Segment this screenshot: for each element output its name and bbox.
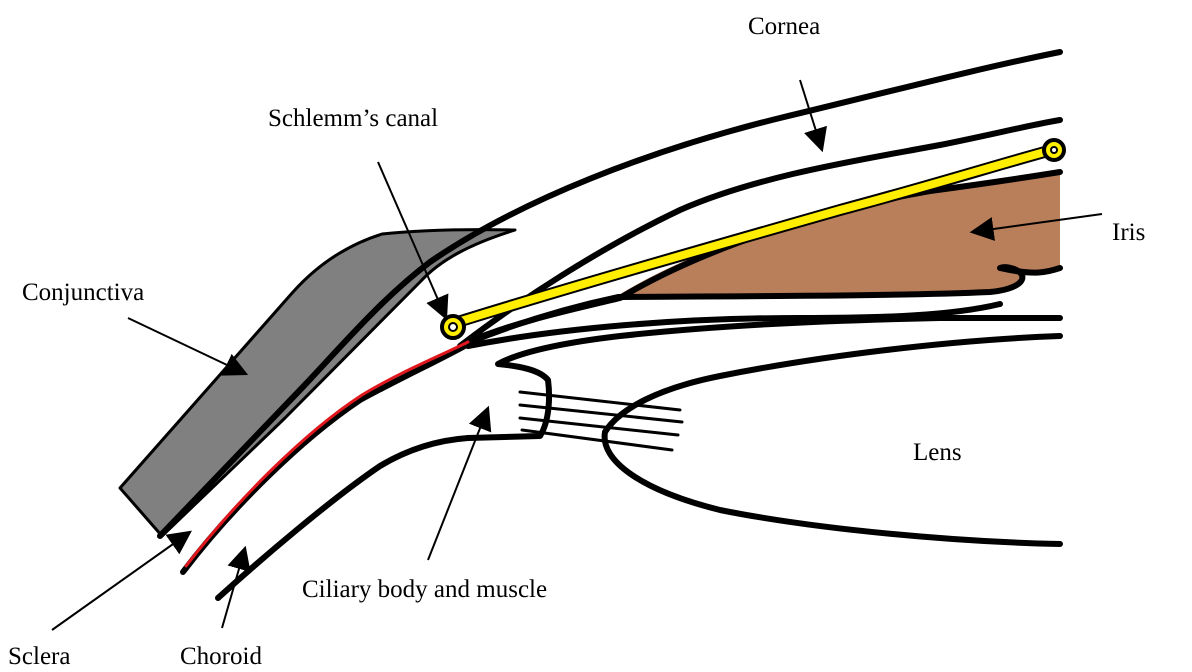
ciliary-pointer [428, 408, 488, 560]
label-schlemm-canal: Schlemm’s canal [268, 105, 438, 132]
iris-shape [617, 172, 1060, 296]
lens-outline [605, 336, 1060, 544]
label-lens: Lens [913, 439, 962, 466]
label-iris: Iris [1112, 219, 1145, 246]
schlemm-canal-start-center [449, 323, 457, 331]
label-conjunctiva: Conjunctiva [22, 279, 144, 306]
label-cornea: Cornea [748, 13, 820, 40]
label-sclera: Sclera [8, 643, 70, 670]
sclera-pointer [52, 532, 190, 630]
label-ciliary-body: Ciliary body and muscle [302, 576, 547, 603]
label-choroid: Choroid [180, 643, 262, 670]
schlemm-canal-end-center [1051, 147, 1057, 153]
conjunctiva-pointer [128, 318, 246, 374]
